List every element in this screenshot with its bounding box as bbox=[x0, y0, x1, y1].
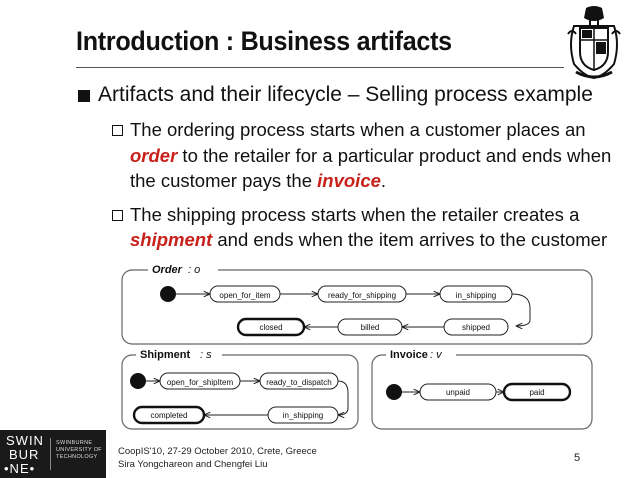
text-span: . bbox=[380, 170, 387, 191]
logo-divider bbox=[50, 438, 51, 470]
state-closed bbox=[236, 317, 306, 337]
lifecycle-diagram: Order : o open_for_item ready_for_shippi… bbox=[121, 262, 593, 430]
order-var: : o bbox=[188, 264, 200, 276]
logo-subtext-line: TECHNOLOGY bbox=[56, 454, 98, 460]
order-initial-state bbox=[160, 286, 176, 302]
invoice-label: Invoice bbox=[390, 349, 428, 361]
state-paid bbox=[502, 382, 572, 402]
shipment-label: Shipment bbox=[140, 349, 190, 361]
keyword-shipment: shipment bbox=[130, 229, 213, 250]
state-label: in_shipping bbox=[283, 411, 323, 420]
order-label: Order bbox=[152, 264, 183, 276]
page-number: 5 bbox=[574, 452, 581, 464]
text-span: the customer pays the bbox=[130, 170, 318, 191]
keyword-invoice: invoice bbox=[317, 170, 381, 191]
order-lifecycle-box bbox=[121, 269, 593, 345]
sub-bullet-text-line: The shipping process starts when the ret… bbox=[130, 204, 580, 225]
logo-subtext-line: SWINBURNE bbox=[56, 440, 93, 446]
state-label: unpaid bbox=[446, 388, 470, 397]
invoice-lifecycle-box bbox=[371, 354, 593, 430]
invoice-var: : v bbox=[430, 349, 443, 361]
invoice-initial-state bbox=[386, 384, 402, 400]
university-logo: SWIN BUR •NE• SWINBURNE UNIVERSITY OF TE… bbox=[0, 430, 106, 478]
sub-bullet-text-line: shipment and ends when the item arrives … bbox=[130, 229, 607, 251]
coat-of-arms-icon bbox=[567, 6, 621, 80]
sub-bullet-text-line: The ordering process starts when a custo… bbox=[130, 119, 586, 140]
text-span: and ends when the item arrives to the cu… bbox=[212, 229, 608, 250]
sub-bullet-text-line: the customer pays the invoice. bbox=[130, 170, 386, 192]
state-label: open_for_item bbox=[219, 291, 270, 300]
sub-bullet-icon bbox=[112, 125, 123, 136]
state-label: ready_for_shipping bbox=[328, 291, 396, 300]
state-completed bbox=[132, 405, 206, 425]
state-label: open_for_shipItem bbox=[167, 378, 234, 387]
footer-line: CoopIS'10, 27-29 October 2010, Crete, Gr… bbox=[118, 446, 317, 457]
title-underline bbox=[76, 67, 564, 68]
state-label: billed bbox=[361, 323, 380, 332]
keyword-order: order bbox=[130, 145, 178, 166]
text-span: to the retailer for a particular product… bbox=[177, 145, 612, 166]
state-label: ready_to_dispatch bbox=[266, 378, 331, 387]
sub-bullet-text-line: order to the retailer for a particular p… bbox=[130, 145, 611, 167]
shipment-var: : s bbox=[200, 349, 212, 361]
shipment-lifecycle-box bbox=[121, 354, 359, 430]
logo-subtext-line: UNIVERSITY OF bbox=[56, 447, 102, 453]
bullet-square-icon bbox=[78, 90, 90, 102]
state-label: shipped bbox=[462, 323, 490, 332]
footer-line: Sira Yongchareon and Chengfei Liu bbox=[118, 459, 268, 470]
logo-text: •NE• bbox=[4, 461, 36, 476]
state-label: paid bbox=[529, 388, 544, 397]
state-label: in_shipping bbox=[456, 291, 496, 300]
state-label: closed bbox=[259, 323, 282, 332]
state-label: completed bbox=[151, 411, 188, 420]
slide-title: Introduction : Business artifacts bbox=[76, 26, 452, 56]
logo-text: SWIN bbox=[6, 433, 44, 448]
sub-bullet-icon bbox=[112, 210, 123, 221]
bullet-text: Artifacts and their lifecycle – Selling … bbox=[98, 83, 593, 106]
shipment-initial-state bbox=[130, 373, 146, 389]
logo-subtext: SWINBURNE UNIVERSITY OF TECHNOLOGY bbox=[56, 440, 102, 461]
logo-text: BUR bbox=[9, 447, 40, 462]
